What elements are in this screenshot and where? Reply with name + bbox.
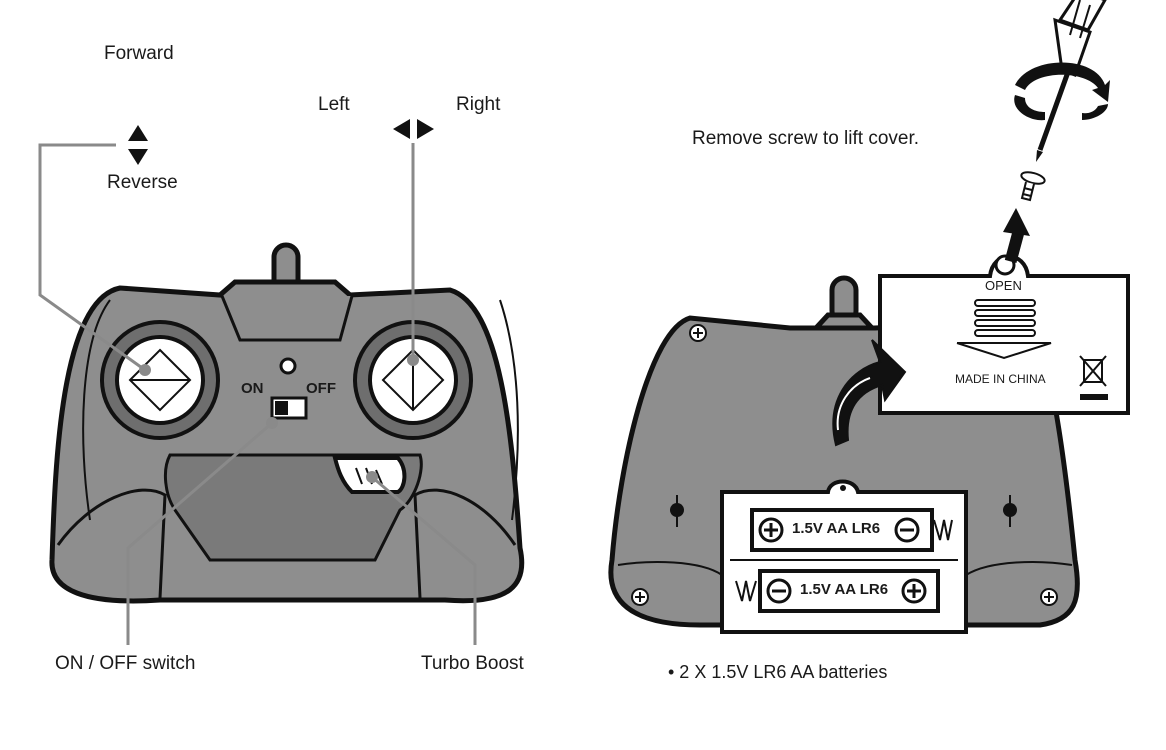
loose-screw-icon [1020, 171, 1046, 202]
pointer-lines-left [38, 143, 477, 645]
battery-top [750, 508, 953, 552]
turbo-button [332, 456, 407, 494]
left-label: Left [318, 94, 350, 115]
right-label: Right [456, 94, 501, 115]
power-switch [270, 396, 308, 420]
switch-on-text: ON [241, 380, 264, 397]
lift-cover-arrow-icon [832, 339, 907, 447]
controller-body [49, 279, 525, 604]
on-off-switch-label: ON / OFF switch [55, 653, 196, 674]
forward-label: Forward [104, 43, 174, 64]
battery-cover [878, 254, 1130, 415]
cover-open-text: OPEN [985, 278, 1022, 293]
left-right-arrow-icon [393, 119, 434, 139]
antenna-right [810, 275, 878, 331]
turbo-boost-label: Turbo Boost [421, 653, 524, 674]
reverse-label: Reverse [107, 172, 178, 193]
recycle-bin-icon [1079, 355, 1107, 387]
switch-off-text: OFF [306, 380, 336, 397]
battery-note: • 2 X 1.5V LR6 AA batteries [668, 662, 888, 682]
battery-bottom-label: 1.5V AA LR6 [800, 581, 889, 598]
mount-hole-icons [670, 495, 1017, 527]
screwdriver-icon [1036, 0, 1107, 162]
battery-top-label: 1.5V AA LR6 [792, 520, 881, 537]
up-down-arrow-icon [128, 125, 148, 165]
right-joystick [353, 320, 473, 440]
battery-bottom [735, 569, 940, 613]
pointer-dots [139, 354, 419, 483]
power-led [279, 357, 297, 375]
screw-icons [631, 324, 1058, 606]
left-joystick [100, 320, 220, 440]
rotation-arrow-icon [1014, 62, 1110, 121]
screw-removal-arrow-icon [1003, 208, 1030, 263]
instruction-text: Remove screw to lift cover. [692, 128, 920, 149]
cover-made-in-text: MADE IN CHINA [955, 372, 1046, 386]
